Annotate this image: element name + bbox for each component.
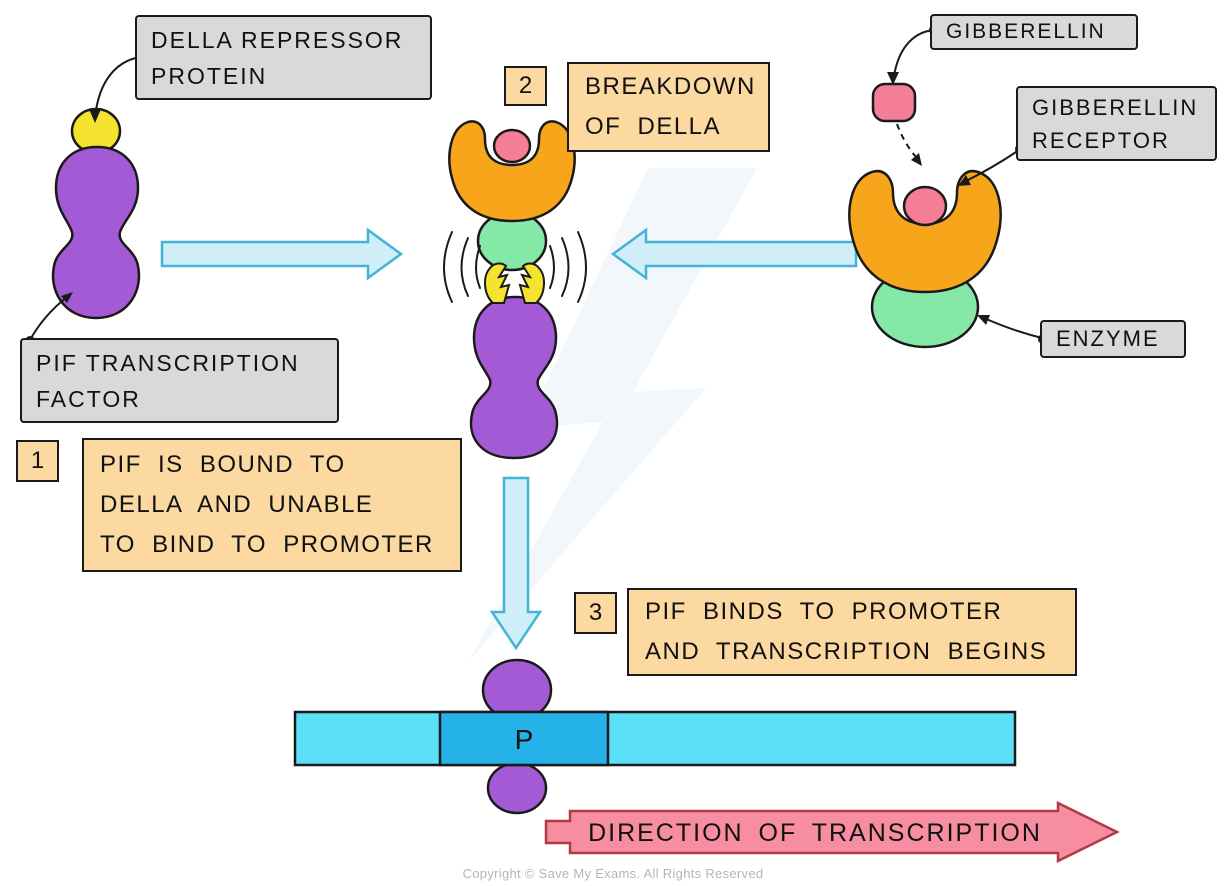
connector-pif-label <box>29 296 68 341</box>
connector-enzyme-label <box>983 317 1043 339</box>
step-number-text: 1 <box>30 447 45 474</box>
gibberellin-center <box>492 128 532 164</box>
arrow-left-to-center <box>160 227 404 281</box>
label-enzyme: ENZYME <box>1040 320 1186 358</box>
label-pif-transcription-factor: PIF TRANSCRIPTION FACTOR <box>20 338 339 423</box>
step-2-number: 2 <box>504 66 547 106</box>
step-3-number: 3 <box>574 592 617 634</box>
direction-arrow <box>544 800 1120 864</box>
step-1-box: PIF IS BOUND TO DELLA AND UNABLE TO BIND… <box>82 438 462 572</box>
receptor-center <box>448 120 576 223</box>
arrow-down-to-promoter <box>489 476 543 651</box>
label-line: PIF TRANSCRIPTION <box>36 349 300 376</box>
gibberellin-dashed-arrow <box>896 123 917 158</box>
dna-strand <box>293 710 1017 767</box>
step-number-text: 3 <box>588 599 603 626</box>
promoter-label: P <box>515 724 534 755</box>
receptor-right <box>848 169 1002 294</box>
connector-receptor-arrowhead <box>958 175 971 186</box>
step-3-box: PIF BINDS TO PROMOTER AND TRANSCRIPTION … <box>627 588 1077 676</box>
pif-bound-bottom-lobe <box>486 761 548 815</box>
label-line: ENZYME <box>1056 326 1160 351</box>
label-della-repressor: DELLA REPRESSOR PROTEIN <box>135 15 432 100</box>
direction-of-transcription-label: DIRECTION OF TRANSCRIPTION <box>588 818 1042 847</box>
connector-della-label <box>95 56 141 111</box>
step-line: PIF BINDS TO PROMOTER <box>645 598 1003 625</box>
step-2-box: BREAKDOWN OF DELLA <box>567 62 770 152</box>
label-line: FACTOR <box>36 385 141 412</box>
step-line: OF DELLA <box>585 113 722 140</box>
label-gibberellin-receptor: GIBBERELLIN RECEPTOR <box>1016 86 1217 161</box>
step-line: TO BIND TO PROMOTER <box>100 531 434 558</box>
step-line: BREAKDOWN <box>585 73 756 100</box>
label-line: RECEPTOR <box>1032 127 1170 153</box>
connector-della-arrowhead <box>89 109 101 123</box>
watermark-bolt <box>468 168 757 662</box>
pif-protein-left <box>51 145 141 320</box>
label-line: PROTEIN <box>151 62 268 89</box>
connector-gibberellin-label <box>893 29 934 77</box>
connector-pif-arrowhead <box>61 292 73 303</box>
arrow-right-to-center <box>610 227 858 281</box>
copyright-text: Copyright © Save My Exams. All Rights Re… <box>462 866 764 881</box>
gibberellin-in-receptor <box>902 185 948 227</box>
pif-protein-center <box>469 295 559 460</box>
step-number-text: 2 <box>518 72 533 99</box>
label-gibberellin: GIBBERELLIN <box>930 14 1138 50</box>
della-fragment-left <box>484 262 511 304</box>
gibberellin-free <box>871 82 917 123</box>
step-line: AND TRANSCRIPTION BEGINS <box>645 638 1048 665</box>
label-line: DELLA REPRESSOR <box>151 26 404 53</box>
connector-enzyme-arrowhead <box>977 315 990 325</box>
shake-marks <box>443 231 587 303</box>
connector-receptor-label <box>965 149 1020 182</box>
promoter-region <box>438 710 610 767</box>
step-line: PIF IS BOUND TO <box>100 451 346 478</box>
connector-gibberellin-arrowhead <box>887 72 899 85</box>
label-line: GIBBERELLIN <box>1032 94 1199 120</box>
della-fragment-right <box>518 262 545 304</box>
label-line: GIBBERELLIN <box>946 20 1106 43</box>
step-1-number: 1 <box>16 440 59 482</box>
gibberellin-dashed-arrowhead <box>911 153 922 166</box>
step-line: DELLA AND UNABLE <box>100 491 374 518</box>
